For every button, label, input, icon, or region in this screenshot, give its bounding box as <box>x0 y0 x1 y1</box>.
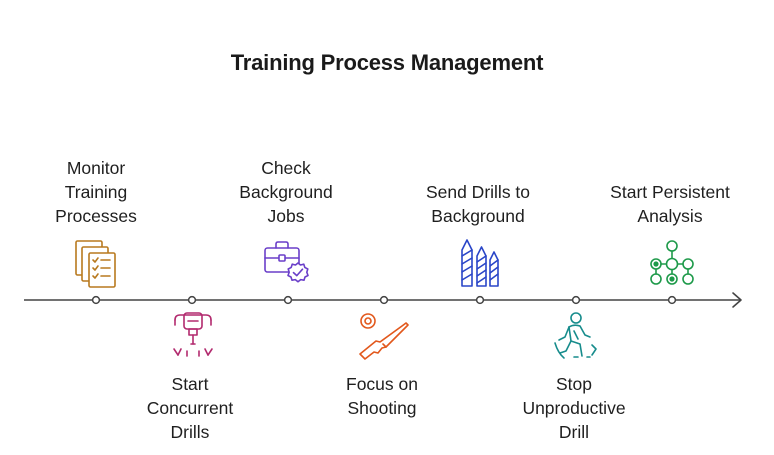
step-label-start-concurrent-drills: Start Concurrent Drills <box>146 374 234 442</box>
diagram-title: Training Process Management <box>230 50 544 75</box>
timeline-marker <box>283 295 293 305</box>
drill-bits-icon <box>458 238 502 290</box>
timeline-marker <box>187 295 197 305</box>
timeline-marker <box>475 295 485 305</box>
arrow-head-icon <box>732 292 742 308</box>
step-label-start-persistent-analysis: Start Persistent Analysis <box>610 182 730 226</box>
timeline-marker <box>571 295 581 305</box>
network-nodes-icon <box>648 240 696 288</box>
jackhammer-drill-icon <box>170 311 216 359</box>
step-label-check-background-jobs: Check Background Jobs <box>239 158 333 226</box>
step-label-send-drills-background: Send Drills to Background <box>425 182 531 226</box>
timeline-marker <box>667 295 677 305</box>
timeline-marker <box>379 295 389 305</box>
documents-checklist-icon <box>74 238 120 290</box>
person-running-icon <box>552 311 602 361</box>
timeline-marker <box>91 295 101 305</box>
step-label-focus-on-shooting: Focus on Shooting <box>346 374 418 418</box>
step-label-monitor-training: Monitor Training Processes <box>55 158 137 226</box>
briefcase-check-icon <box>262 240 314 288</box>
rifle-target-icon <box>356 312 412 362</box>
step-label-stop-unproductive-drill: Stop Unproductive Drill <box>522 374 626 442</box>
